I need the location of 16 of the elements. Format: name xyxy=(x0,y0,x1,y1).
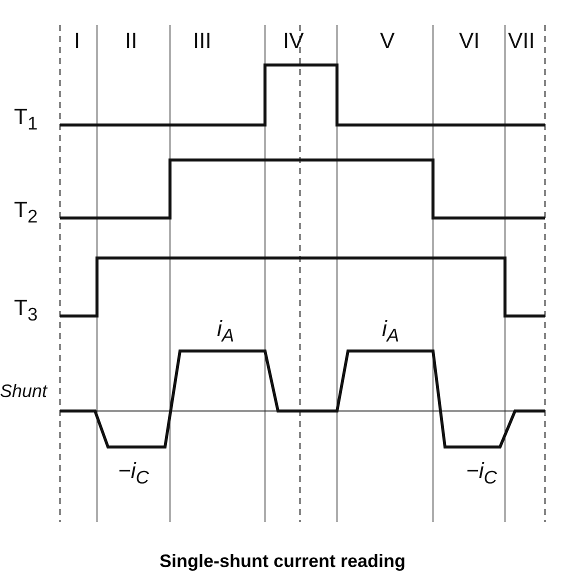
current-label: −i$_{C}$ xyxy=(466,460,497,487)
section-label: V xyxy=(380,30,395,52)
signal-name: T$_{2}$ xyxy=(14,199,38,226)
caption: Single-shunt current reading xyxy=(159,551,406,571)
signal-name: Shunt xyxy=(0,382,48,400)
section-label: IV xyxy=(283,30,304,52)
signal-name: T$_{1}$ xyxy=(14,106,38,133)
section-label: VI xyxy=(459,30,480,52)
current-label: −i$_{C}$ xyxy=(118,460,149,487)
section-label: II xyxy=(125,30,138,52)
section-label: III xyxy=(193,30,212,52)
section-label: VII xyxy=(508,30,535,52)
current-label: i$_{A}$ xyxy=(217,318,234,345)
current-label: i$_{A}$ xyxy=(382,318,400,345)
signal-name: T$_{3}$ xyxy=(14,297,38,324)
section-label: I xyxy=(74,30,80,52)
